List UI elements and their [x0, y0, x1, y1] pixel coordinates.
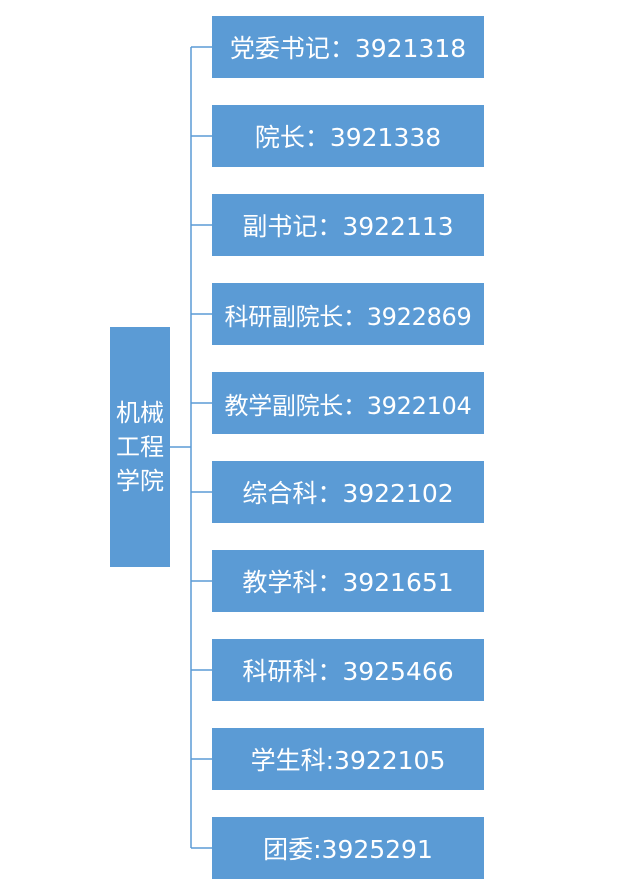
node-label: 副书记：3922113 [242, 212, 454, 241]
node-label: 综合科：3922102 [242, 479, 454, 508]
node-youth-league: 团委:3925291 [212, 817, 484, 879]
node-party-secretary: 党委书记：3921318 [212, 16, 484, 78]
node-teaching-vice-dean: 教学副院长：3922104 [212, 372, 484, 434]
node-label: 教学科：3921651 [242, 568, 454, 597]
root-node-box: 机械工程学院 [110, 327, 170, 567]
node-dean: 院长：3921338 [212, 105, 484, 167]
node-label: 科研科：3925466 [242, 657, 454, 686]
node-label: 教学副院长：3922104 [224, 391, 472, 420]
root-node-label: 机械工程学院 [116, 399, 164, 495]
node-research-office: 科研科：3925466 [212, 639, 484, 701]
node-label: 党委书记：3921318 [229, 34, 467, 63]
node-label: 院长：3921338 [254, 123, 442, 152]
node-label: 团委:3925291 [263, 835, 433, 864]
node-student-office: 学生科:3922105 [212, 728, 484, 790]
branch-connectors [191, 46, 212, 849]
node-deputy-secretary: 副书记：3922113 [212, 194, 484, 256]
node-research-vice-dean: 科研副院长：3922869 [212, 283, 484, 345]
node-teaching-office: 教学科：3921651 [212, 550, 484, 612]
node-label: 学生科:3922105 [250, 746, 446, 775]
node-general-office: 综合科：3922102 [212, 461, 484, 523]
node-label: 科研副院长：3922869 [224, 302, 472, 331]
